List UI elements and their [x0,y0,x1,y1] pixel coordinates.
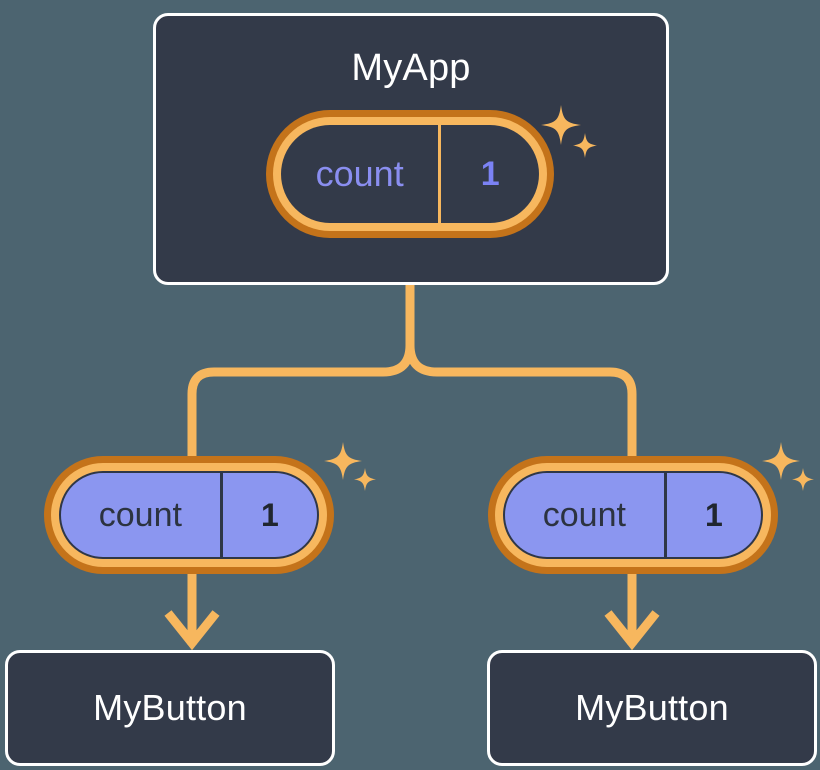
arrow-head-right [604,610,660,651]
state-pill-body: count 1 [281,125,539,223]
sparkle-large-icon [762,442,800,480]
component-title-mybutton-left: MyButton [93,687,247,728]
state-value-label: 1 [260,497,279,533]
state-key-label: count [505,473,667,557]
state-pill-body: count 1 [59,471,319,559]
state-pill-ring: count 1 [51,463,327,567]
state-pill-child-left[interactable]: count 1 [44,456,334,574]
component-card-mybutton-left[interactable]: MyButton [5,650,335,766]
state-pill-body: count 1 [503,471,763,559]
state-value-label: 1 [704,497,723,533]
state-pill-child-right[interactable]: count 1 [488,456,778,574]
state-key-label: count [61,473,223,557]
sparkle-large-icon [324,442,362,480]
sparkle-small-icon [354,468,376,491]
connector-branch-right [405,344,637,462]
state-value-label: 1 [480,155,500,193]
state-key-label: count [281,125,442,223]
connector-branch-left [187,344,415,462]
component-title-myapp: MyApp [351,47,471,89]
arrow-head-left [164,610,220,651]
state-pill-ring: count 1 [273,117,547,231]
sparkle-small-icon [792,468,814,491]
component-title-mybutton-right: MyButton [575,687,729,728]
state-pill-myapp[interactable]: count 1 [266,110,554,238]
component-card-mybutton-right[interactable]: MyButton [487,650,817,766]
state-pill-ring: count 1 [495,463,771,567]
